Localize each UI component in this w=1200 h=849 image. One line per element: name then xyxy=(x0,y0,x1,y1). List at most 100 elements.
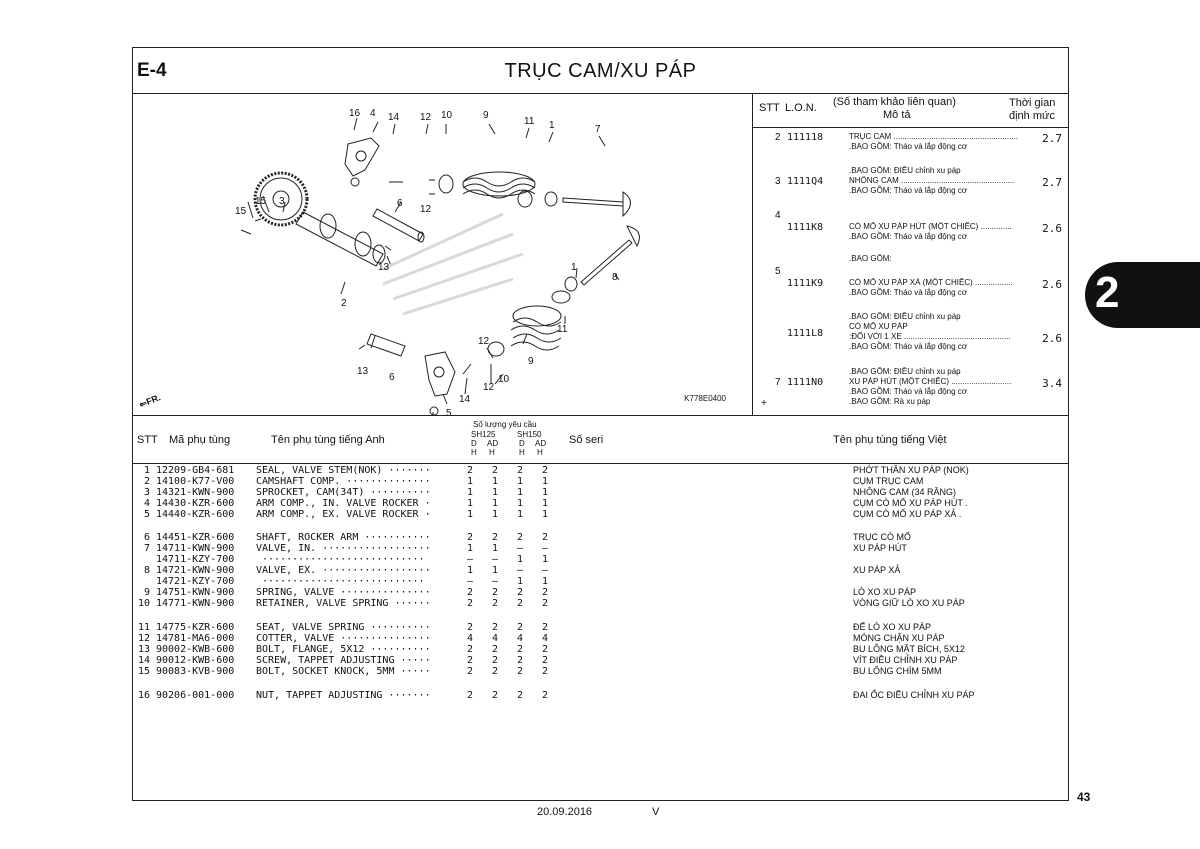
qty-cell: 2 xyxy=(491,598,499,609)
labor-desc: .BAO GỒM: Tháo và lắp động cơ xyxy=(849,232,968,241)
part-name-en: BOLT, FLANGE, 5X12 ·········· xyxy=(256,644,431,655)
qty-cell: – xyxy=(541,565,549,576)
qty-cell: 2 xyxy=(541,587,549,598)
part-name-en: ARM COMP., EX. VALVE ROCKER · xyxy=(256,509,431,520)
part-name-vi: ĐAI ỐC ĐIỀU CHỈNH XU PÁP xyxy=(853,690,975,700)
qty-cell: 1 xyxy=(516,476,524,487)
callout-label: 12 xyxy=(420,204,432,215)
callout-label: 14 xyxy=(388,112,400,123)
col-time-top: Thời gian xyxy=(1009,97,1056,109)
qty-cell: 4 xyxy=(516,633,524,644)
chapter-tab: 2 xyxy=(1085,262,1200,328)
labor-lon: 1111K8 xyxy=(787,222,824,233)
intake-valve-drawing xyxy=(562,191,631,218)
labor-desc: CÒ MỔ XU PÁP HÚT (MỘT CHIẾC) ...........… xyxy=(849,222,1012,231)
callout-label: 10 xyxy=(498,374,510,385)
qty-cell: 2 xyxy=(491,655,499,666)
qty-cell: 2 xyxy=(516,622,524,633)
sprocket-drawing xyxy=(253,171,309,227)
qty-cell: 4 xyxy=(466,633,474,644)
no: 9 xyxy=(143,587,150,598)
part-name-en: CAMSHAFT COMP. ·············· xyxy=(256,476,431,487)
no: 16 xyxy=(137,690,150,701)
qty-cell: 2 xyxy=(491,532,499,543)
part-name-vi: PHỚT THÂN XU PÁP (NOK) xyxy=(853,465,969,475)
part-number: 14321-KWN-900 xyxy=(156,487,235,498)
qty-cell: 4 xyxy=(491,633,499,644)
labor-desc: .BAO GỒM: Tháo và lắp động cơ xyxy=(849,186,968,195)
qty-cell: 2 xyxy=(466,465,474,476)
labor-time: 2.6 xyxy=(1042,222,1062,235)
labor-time: 2.7 xyxy=(1042,132,1062,145)
callout-label: 15 xyxy=(255,196,267,207)
qty-cell: – xyxy=(516,565,524,576)
part-name-en: NUT, TAPPET ADJUSTING ······· xyxy=(256,690,431,701)
no: 15 xyxy=(137,666,150,677)
qty-cell: – xyxy=(516,543,524,554)
part-name-en: ··························· xyxy=(256,576,425,587)
qty-cell: – xyxy=(466,554,474,565)
qty-cell: 1 xyxy=(541,498,549,509)
qty-cell: 1 xyxy=(466,509,474,520)
part-name-vi: LÒ XO XU PÁP xyxy=(853,587,917,597)
qty-cell: 1 xyxy=(466,476,474,487)
rocker-arm-ex-drawing xyxy=(366,333,456,397)
part-name-vi: VÍT ĐIỀU CHỈNH XU PÁP xyxy=(853,655,958,665)
qty-cell: 2 xyxy=(491,622,499,633)
qty-cell: 1 xyxy=(516,498,524,509)
part-number: 14751-KWN-900 xyxy=(156,587,235,598)
qty-cell: 2 xyxy=(516,655,524,666)
qty-cell: 2 xyxy=(466,622,474,633)
col-qty-title: Số lượng yêu cầu xyxy=(473,420,537,429)
qty-cell: 1 xyxy=(541,476,549,487)
callout-label: 3 xyxy=(279,196,285,207)
labor-stt: 7 xyxy=(775,377,781,388)
qty-cell: 2 xyxy=(541,690,549,701)
section-code: E-4 xyxy=(137,60,167,81)
part-number: 14451-KZR-600 xyxy=(156,532,235,543)
callout-label: 16 xyxy=(349,108,361,119)
labor-lon: 1111N0 xyxy=(787,377,824,388)
part-number: 90083-KVB-900 xyxy=(156,666,235,677)
labor-desc: XU PÁP HÚT (MỘT CHIẾC) .................… xyxy=(849,377,1012,386)
qty-cell: 2 xyxy=(541,532,549,543)
part-name-vi: BU LÔNG MẶT BÍCH, 5X12 xyxy=(853,644,965,654)
col-time: định mức xyxy=(1009,110,1055,122)
part-number: 14775-KZR-600 xyxy=(156,622,235,633)
part-name-vi: BU LÔNG CHÌM 5MM xyxy=(853,666,942,676)
part-number: 90002-KWB-600 xyxy=(156,644,235,655)
labor-stt: 4 xyxy=(775,210,781,221)
qty-cell: 2 xyxy=(516,644,524,655)
callout-label: 9 xyxy=(528,356,534,367)
part-number: 14721-KZY-700 xyxy=(156,576,235,587)
callout-label: 10 xyxy=(441,110,453,121)
qty-cell: 1 xyxy=(491,498,499,509)
qty-cell: 1 xyxy=(491,487,499,498)
part-number: 90206-001-000 xyxy=(156,690,235,701)
qty-cell: 2 xyxy=(541,465,549,476)
diagram-drawing: 16 4 14 12 10 9 11 1 7 15 15 3 6 12 13 1… xyxy=(235,108,640,415)
no: 4 xyxy=(143,498,150,509)
labor-time-header: STT L.O.N. (Số tham khảo liên quan) Mô t… xyxy=(753,94,1068,128)
part-name-vi: CỤM CÒ MỔ XU PÁP XẢ . xyxy=(853,509,962,519)
col-stt: STT xyxy=(137,434,158,446)
col-desc: Mô tả xyxy=(883,109,911,121)
table-row: 14711-KZY-700 ··························… xyxy=(133,554,1068,565)
exploded-diagram: 16 4 14 12 10 9 11 1 7 15 15 3 6 12 13 1… xyxy=(133,94,753,416)
col-h: H xyxy=(537,448,543,457)
labor-desc: CÒ MỔ XU PÁP xyxy=(849,322,908,331)
page-title: TRỤC CAM/XU PÁP xyxy=(504,60,697,82)
qty-cell: 2 xyxy=(466,655,474,666)
part-number: 90012-KWB-600 xyxy=(156,655,235,666)
labor-lon: 111118 xyxy=(787,132,824,143)
labor-lon: 1111L8 xyxy=(787,328,824,339)
qty-cell: 2 xyxy=(466,598,474,609)
callout-label: 2 xyxy=(341,298,347,309)
